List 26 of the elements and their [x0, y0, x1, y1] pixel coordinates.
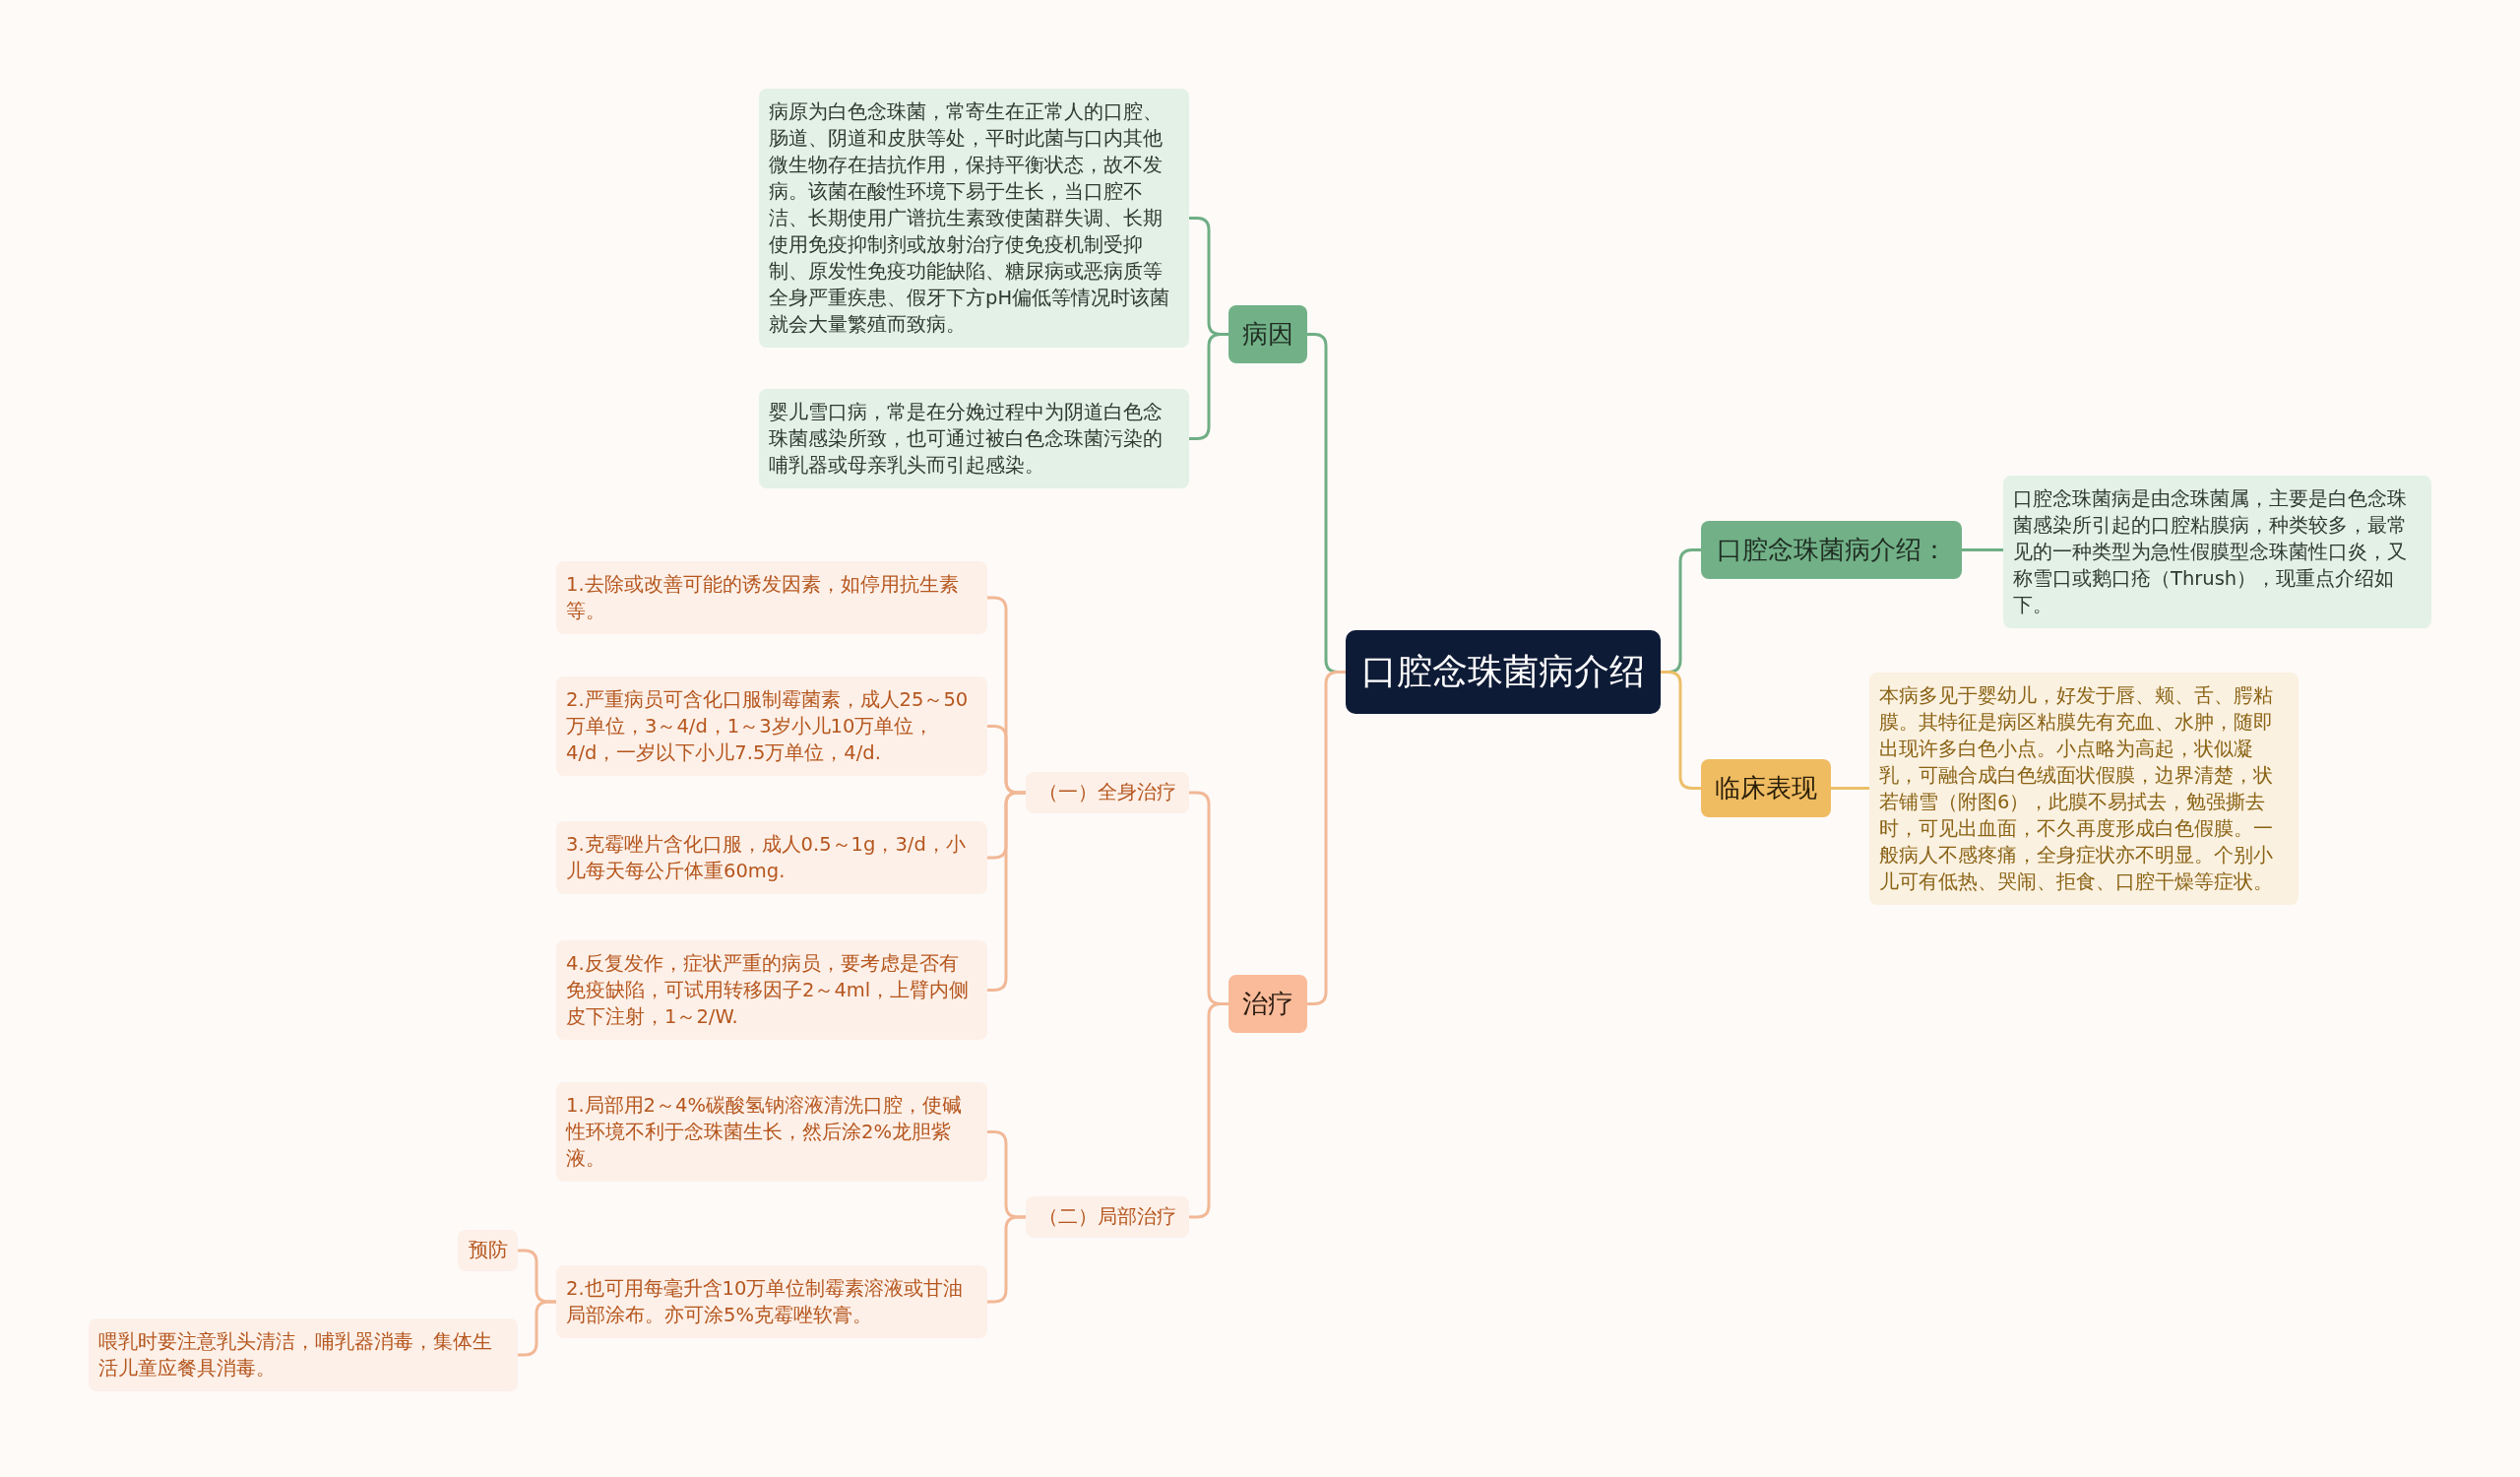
connector-line [987, 791, 1026, 992]
connector-line [987, 1215, 1026, 1304]
note-card: 1.局部用2～4%碳酸氢钠溶液清洗口腔，使碱性环境不利于念珠菌生长，然后涂2%龙胆紫液。 [556, 1082, 987, 1182]
subtopic-label: 预防 [458, 1230, 518, 1271]
subtopic-label: （一）全身治疗 [1026, 772, 1189, 813]
branch-topic: 治疗 [1228, 975, 1307, 1033]
connector-line [1661, 671, 1701, 790]
note-card: 3.克霉唑片含化口服，成人0.5～1g，3/d，小儿每天每公斤体重60mg. [556, 821, 987, 894]
subtopic-label: （二）局部治疗 [1026, 1196, 1189, 1238]
note-card: 本病多见于婴幼儿，好发于唇、颊、舌、腭粘膜。其特征是病区粘膜先有充血、水肿，随即出现许多白色小点。小点略为高起，状似凝乳，可融合成白色绒面状假膜，边界清楚，状若铺雪（附图6），此膜不易拭去，勉强撕去时，可见出血面，不久再度形成白色假膜。一般病人不感疼痛，全身症状亦不明显。个别小儿可有低热、哭闹、拒食、口腔干燥等症状。 [1869, 673, 2299, 905]
note-card: 4.反复发作，症状严重的病员，要考虑是否有免疫缺陷，可试用转移因子2～4ml，上臂内侧皮下注射，1～2/W. [556, 940, 987, 1040]
connector-line [1962, 548, 2003, 551]
connector-line [1189, 333, 1228, 440]
note-card: 口腔念珠菌病是由念珠菌属，主要是白色念珠菌感染所引起的口腔粘膜病，种类较多，最常见的一种类型为急性假膜型念珠菌性口炎，又称雪口或鹅口疮（Thrush），现重点介绍如下。 [2003, 476, 2431, 628]
central-topic: 口腔念珠菌病介绍 [1346, 630, 1661, 714]
note-card: 婴儿雪口病，常是在分娩过程中为阴道白色念珠菌感染所致，也可通过被白色念珠菌污染的哺乳器或母亲乳头而引起感染。 [759, 389, 1189, 488]
note-card: 2.也可用每毫升含10万单位制霉素溶液或甘油局部涂布。亦可涂5%克霉唑软膏。 [556, 1265, 987, 1338]
note-card: 病原为白色念珠菌，常寄生在正常人的口腔、肠道、阴道和皮肤等处，平时此菌与口内其他微生物存在拮抗作用，保持平衡状态，故不发病。该菌在酸性环境下易于生长，当口腔不洁、长期使用广谱抗生素致使菌群失调、长期使用免疫抑制剂或放射治疗使免疫机制受抑制、原发性免疫功能缺陷、糖尿病或恶病质等全身严重疾患、假牙下方pH偏低等情况时该菌就会大量繁殖而致病。 [759, 89, 1189, 348]
branch-topic: 口腔念珠菌病介绍： [1701, 521, 1962, 579]
note-card: 1.去除或改善可能的诱发因素，如停用抗生素等。 [556, 561, 987, 634]
connector-line [1189, 1002, 1228, 1219]
note-card: 喂乳时要注意乳头清洁，哺乳器消毒，集体生活儿童应餐具消毒。 [89, 1318, 518, 1391]
branch-topic: 病因 [1228, 305, 1307, 363]
connector-line [1831, 787, 1869, 790]
branch-topic: 临床表现 [1701, 759, 1831, 817]
note-card: 2.严重病员可含化口服制霉菌素，成人25～50万单位，3～4/d，1～3岁小儿10万单位，4/d，一岁以下小儿7.5万单位，4/d. [556, 676, 987, 776]
